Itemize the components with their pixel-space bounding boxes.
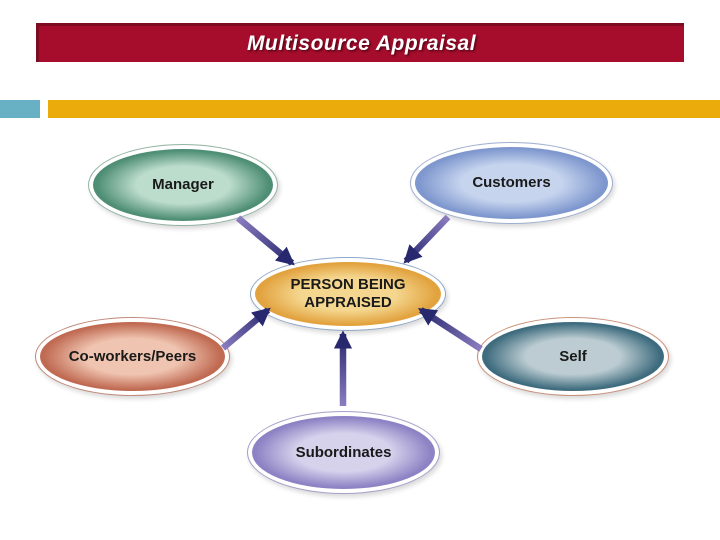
node-customers-label: Customers (472, 174, 551, 191)
node-subordinates-fill (252, 416, 435, 489)
slide-title-bar: Multisource Appraisal (36, 23, 684, 62)
node-manager-fill (93, 149, 273, 221)
node-person-being-appraised-fill (255, 262, 441, 326)
node-manager: Manager (88, 144, 278, 226)
node-person-being-appraised-label: PERSON BEING APPRAISED (290, 276, 406, 311)
node-self-label: Self (559, 347, 587, 365)
arrow-manager-to-center (235, 215, 295, 266)
node-self-fill (482, 322, 664, 391)
node-co-workers-peers-label: Co-workers/Peers (68, 347, 197, 365)
node-customers-fill (415, 147, 608, 219)
node-subordinates: Subordinates (247, 411, 440, 494)
node-customers: Customers (410, 142, 613, 224)
node-self: Self (477, 317, 669, 396)
node-subordinates-label: Subordinates (295, 443, 392, 461)
node-co-workers-peers: Co-workers/Peers (35, 317, 230, 396)
node-person-being-appraised: PERSON BEING APPRAISED (250, 257, 446, 331)
accent-square (0, 100, 40, 118)
accent-bar (48, 100, 720, 118)
node-manager-label: Manager (152, 176, 214, 193)
arrow-coworkers-to-center (220, 307, 271, 351)
arrow-self-to-center (417, 307, 483, 352)
slide-title: Multisource Appraisal (246, 32, 477, 55)
arrow-customers-to-center (403, 214, 451, 264)
node-co-workers-peers-fill (40, 322, 225, 391)
